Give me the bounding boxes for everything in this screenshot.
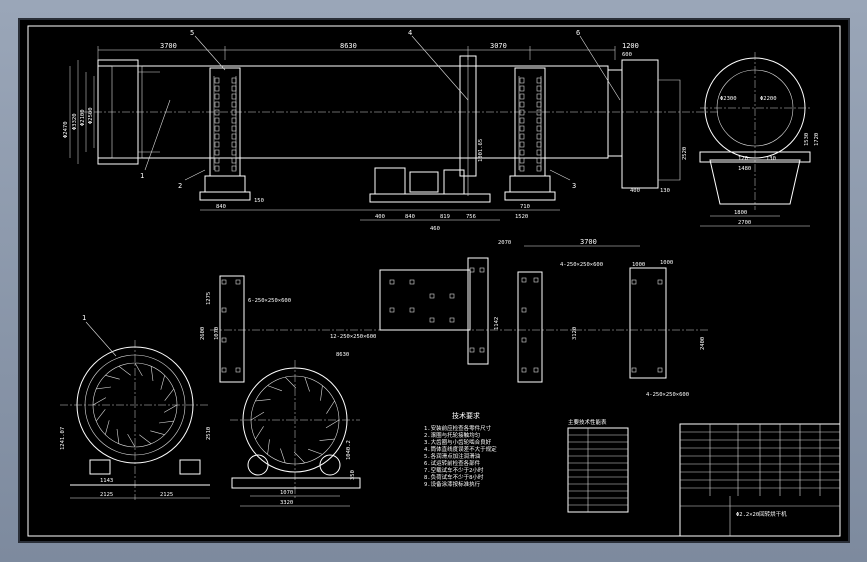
reducer	[409, 171, 439, 193]
sr-dim-3320: 3320	[280, 500, 293, 506]
title-block: Φ2.2×20回转烘干机	[679, 423, 841, 537]
dim-400: 400	[375, 214, 385, 220]
dim-dia-2470: Φ2470	[63, 121, 69, 138]
ev-dim-1720: 1720	[814, 133, 820, 146]
discharge-hood	[621, 59, 659, 189]
dim-840b: 840	[405, 214, 415, 220]
dim-1520: 1520	[515, 214, 528, 220]
ev-dim-1800: 1800	[734, 210, 747, 216]
tech-note-line: 9.设备涂漆按标准执行	[424, 480, 481, 488]
tech-note-line: 1.安装前应检查各零件尺寸	[424, 424, 492, 432]
dim-840a: 840	[216, 204, 226, 210]
sl-dim-2125a: 2125	[100, 492, 113, 498]
section-right: 1070 3320 1040.2 350	[230, 360, 361, 507]
sr-dim-1070: 1070	[280, 490, 293, 496]
tech-note-line: 5.各润滑点加注润滑油	[424, 452, 481, 460]
sr-dim-350: 350	[350, 470, 356, 480]
sl-label-1: 1	[82, 314, 86, 322]
tech-note-line: 6.试运转前检查各部件	[424, 459, 481, 467]
label-4: 4	[408, 29, 412, 37]
ev-dim-1480: 1480	[738, 166, 751, 172]
fd-dim-1142: 1142	[494, 317, 500, 330]
main-view: 3700 8630 3070 1200 600 Φ2470 Φ3320 Φ210…	[63, 29, 720, 232]
title-block-name: Φ2.2×20回转烘干机	[736, 510, 787, 518]
sl-dim-1143: 1143	[100, 478, 113, 484]
dim-600: 600	[622, 52, 632, 58]
dim-150: 150	[254, 198, 264, 204]
tech-notes: 技术要求 1.安装前应检查各零件尺寸2.滚圈与托轮接触均匀3.大齿圈与小齿轮啮合…	[424, 411, 497, 488]
dim-dia-3320: Φ3320	[72, 113, 78, 130]
end-view: 1800 2700 1480 120 130 1530 1720 2520 Φ2…	[682, 52, 820, 227]
tech-note-line: 2.滚圈与托轮接触均匀	[424, 431, 480, 439]
ev-dim-dia2300: Φ2300	[720, 96, 737, 102]
dim-3700: 3700	[160, 42, 177, 50]
dim-3070: 3070	[490, 42, 507, 50]
dim-819: 819	[440, 214, 450, 220]
ev-dim-120: 120	[738, 156, 748, 162]
section-left: 2125 2125 1143 2510 1241.07 1	[60, 314, 212, 500]
spec-table: 主要技术性能表	[567, 418, 629, 513]
sl-dim-2125b: 2125	[160, 492, 173, 498]
foundation-plan: 3700 1000 2070 8630 3120 1070 2600 1275 …	[200, 238, 710, 398]
label-5: 5	[190, 29, 194, 37]
fd-dim-2070: 2070	[498, 240, 511, 246]
drawing-border	[27, 25, 841, 537]
dim-1200: 1200	[622, 42, 639, 50]
dim-dia-2100: Φ2100	[80, 109, 86, 126]
label-1: 1	[140, 172, 144, 180]
dim-130: 130	[660, 188, 670, 194]
label-2: 2	[178, 182, 182, 190]
cad-drawing: 3700 8630 3070 1200 600 Φ2470 Φ3320 Φ210…	[27, 25, 841, 537]
ev-dim-2520: 2520	[682, 147, 688, 160]
sl-dim-1241: 1241.07	[60, 427, 66, 450]
fd-dim-2400: 2400	[700, 337, 706, 350]
fd-dim-8630: 8630	[336, 352, 349, 358]
tech-note-line: 4.筒体直线度误差不大于规定	[424, 445, 497, 453]
tech-note-line: 8.负荷试车不少于8小时	[424, 473, 484, 481]
dim-756: 756	[466, 214, 476, 220]
spec-table-title: 主要技术性能表	[568, 418, 607, 426]
dim-dia-2500: Φ2500	[88, 107, 94, 124]
fd-dim-1070: 1070	[214, 327, 220, 340]
ev-dim-1530: 1530	[804, 133, 810, 146]
fd-dim-3700: 3700	[580, 238, 597, 246]
ev-dim-dia2200: Φ2200	[760, 96, 777, 102]
fd-note-4bolts: 4-250×250×600	[560, 262, 603, 268]
tech-note-line: 3.大齿圈与小齿轮啮合良好	[424, 438, 492, 446]
fd-note-4bolts-b: 4-250×250×600	[646, 392, 689, 398]
fd-dim-2600: 2600	[200, 327, 206, 340]
fd-dim-1000: 1000	[632, 262, 645, 268]
sr-dim-1040: 1040.2	[346, 440, 352, 460]
dim-1001: 1001.65	[478, 139, 484, 162]
sl-dim-2510: 2510	[206, 427, 212, 440]
motor	[374, 167, 406, 195]
tech-notes-title: 技术要求	[452, 411, 480, 420]
dim-710: 710	[520, 204, 530, 210]
fd-note-6bolts: 6-250×250×600	[248, 298, 291, 304]
fd-dim-3120: 3120	[572, 327, 578, 340]
ev-dim-2700: 2700	[738, 220, 751, 226]
dim-460: 460	[430, 226, 440, 232]
drawing-sheet: 3700 8630 3070 1200 600 Φ2470 Φ3320 Φ210…	[20, 20, 848, 541]
dim-8630: 8630	[340, 42, 357, 50]
label-6: 6	[576, 29, 580, 37]
label-3: 3	[572, 182, 576, 190]
fd-note-12bolts: 12-250×250×600	[330, 334, 376, 340]
dim-400b: 400	[630, 188, 640, 194]
fd-dim-1275: 1275	[206, 292, 212, 305]
fd-dim-1000b: 1000	[660, 260, 673, 266]
tyre-left	[209, 67, 241, 177]
tech-note-line: 7.空载试车不少于2小时	[424, 466, 484, 474]
ev-dim-130: 130	[766, 156, 776, 162]
tyre-right	[514, 67, 546, 177]
